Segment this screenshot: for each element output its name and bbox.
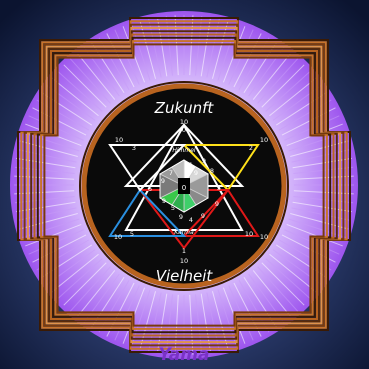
num-top-inner: 0 [182, 126, 186, 134]
num-hex-bottom: 4 [189, 216, 193, 224]
num-hex-top: 1 [189, 161, 193, 169]
num-inner-tl: 7 [169, 169, 173, 177]
num-lower-left-outer: 10 [114, 233, 122, 241]
num-inner-br: 9 [215, 200, 219, 208]
num-mid-left: 9 [162, 197, 166, 205]
num-upper-right-inner: 2 [249, 144, 253, 152]
yantra-name: Yama [159, 345, 210, 365]
num-top-outer: 10 [180, 118, 188, 126]
num-lower-right-outer: 10 [260, 233, 268, 241]
top-title: Zukunft [154, 99, 215, 117]
karma-label: Karma [174, 229, 194, 236]
num-hex-upper-right: 8 [210, 167, 214, 175]
bottom-title: Vielheit [156, 267, 214, 285]
himmel-label: Himmel [172, 147, 196, 154]
num-hex-lower-left: 5 [171, 204, 175, 212]
num-inner-tr: 9 [194, 169, 198, 177]
num-hex-left-9: 9 [161, 177, 165, 185]
num-hex-lower-right: 3 [217, 184, 221, 192]
num-lower-left-inner: 5 [130, 230, 134, 238]
num-mid-right: 9 [201, 212, 205, 220]
num-lower-right-inner: 10 [245, 230, 253, 238]
num-hex-right-9: 9 [202, 157, 206, 165]
num-upper-left-outer: 10 [115, 136, 123, 144]
num-bottom-outer: 10 [180, 257, 188, 265]
center-number: 0 [182, 184, 186, 192]
num-bottom-inner: 1 [182, 247, 186, 255]
num-hex-upper-left: 6 [148, 185, 152, 193]
num-upper-left-inner: 3 [132, 144, 136, 152]
num-upper-right-outer: 10 [260, 136, 268, 144]
num-inner-bl: 9 [179, 213, 183, 221]
